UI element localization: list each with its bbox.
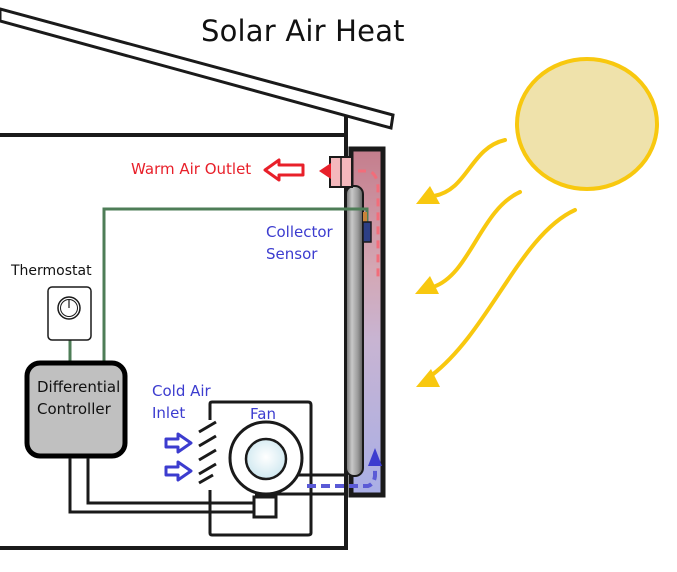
warm-air-arrowhead [319, 163, 331, 179]
fan [228, 420, 347, 519]
inlet-louvers [198, 420, 217, 485]
differential-controller [24, 360, 128, 459]
controller-line2: Controller [37, 400, 111, 418]
warm-air-outlet-text: Warm Air Outlet [131, 160, 252, 178]
sun-ray-3 [430, 208, 577, 377]
fan-label: Fan [250, 405, 276, 423]
sun-ray-2 [431, 190, 522, 289]
fan-motor [252, 495, 278, 519]
sun-rays [430, 138, 577, 377]
controller-line1: Differential [37, 378, 121, 396]
differential-controller-label: Differential Controller [37, 376, 120, 420]
solar-collector [345, 146, 386, 498]
sun-ray-1 [432, 138, 507, 198]
warm-air-arrow-icon [263, 158, 305, 182]
thermostat-label: Thermostat [11, 263, 92, 279]
fan-hub-icon [244, 437, 288, 481]
cold-air-flow [307, 462, 377, 488]
thermostat [47, 286, 92, 341]
warm-air-outlet-label: Warm Air Outlet [131, 160, 251, 178]
cold-air-inlet-label: Cold Air Inlet [152, 380, 211, 424]
page-title: Solar Air Heat [201, 14, 405, 48]
cold-air-inlet-line2: Inlet [152, 404, 186, 422]
warm-air-flow [330, 169, 380, 280]
cold-air-inlet-line1: Cold Air [152, 382, 211, 400]
collector-sensor-line2: Sensor [266, 245, 318, 263]
sun-icon [515, 57, 659, 191]
power-wires [68, 458, 255, 514]
sun-ray-arrowheads [415, 186, 440, 387]
collector-sensor-label: Collector Sensor [266, 221, 333, 265]
collector-sensor [362, 212, 372, 243]
cold-air-up-arrowhead [368, 448, 382, 466]
fan-housing [208, 400, 313, 537]
collector-sensor-line1: Collector [266, 223, 333, 241]
cold-air-arrow-icon [164, 432, 193, 482]
roof [0, 7, 395, 130]
warm-air-outlet-duct [319, 156, 353, 188]
